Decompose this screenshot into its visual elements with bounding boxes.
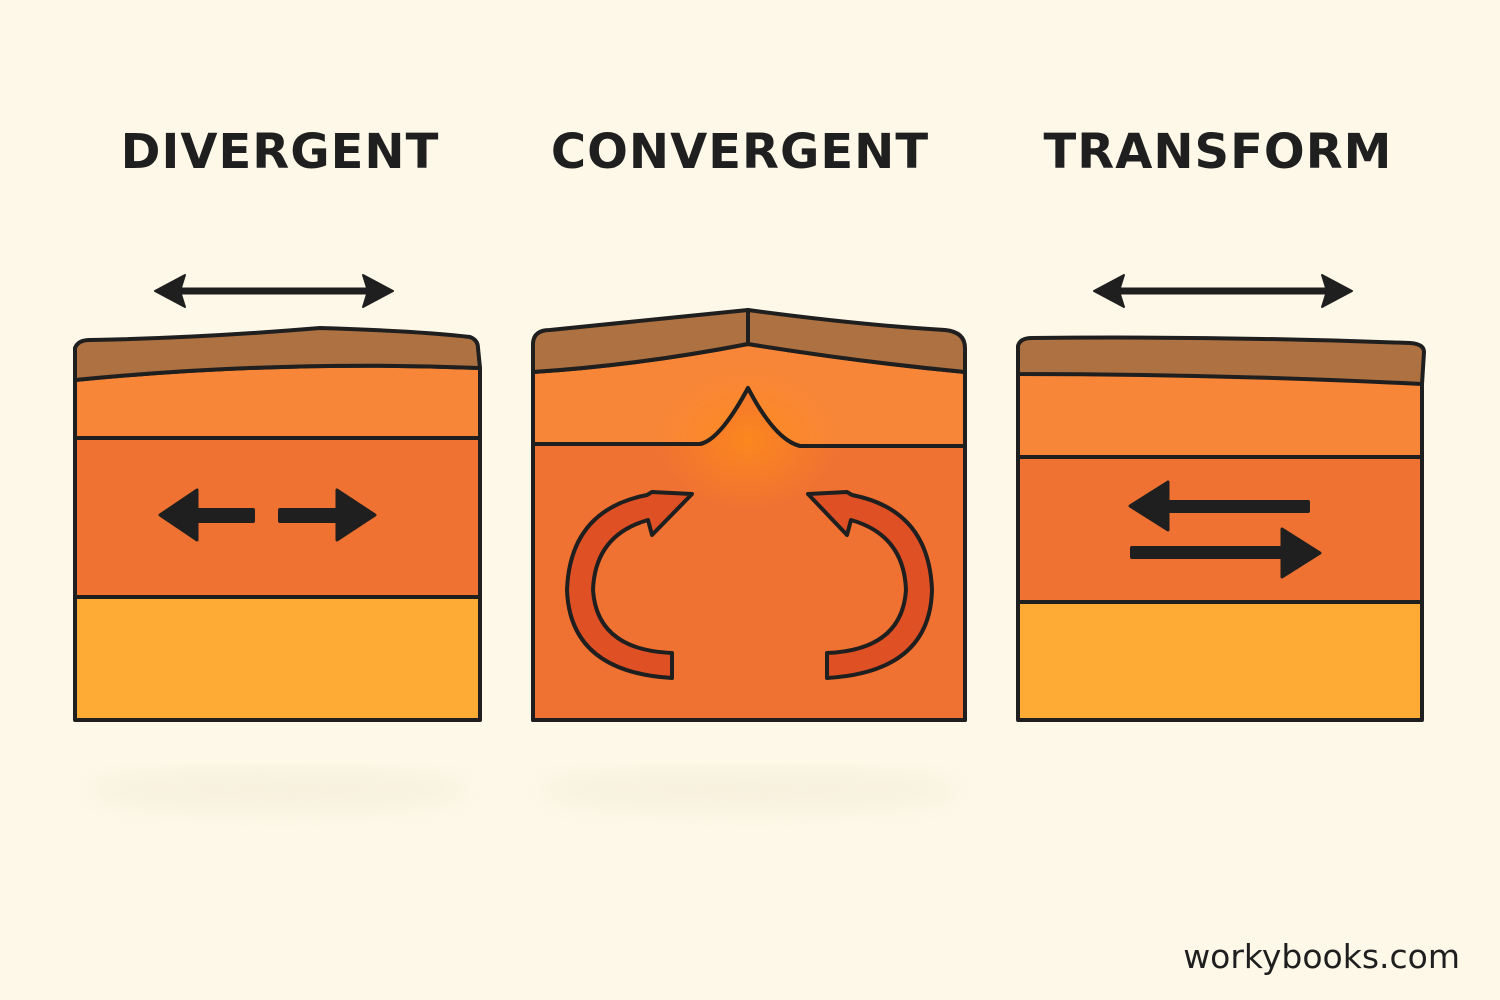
title-convergent: CONVERGENT <box>550 124 930 180</box>
title-transform: TRANSFORM <box>1043 124 1393 180</box>
lithosphere-layer <box>1016 372 1424 459</box>
double-headed-arrow-icon <box>1093 274 1353 308</box>
asthenosphere-layer <box>1016 455 1424 604</box>
crust-left-plate <box>531 308 750 374</box>
double-headed-arrow-icon <box>154 274 394 308</box>
convection-arrow-right <box>806 490 934 680</box>
convection-arrow-left <box>565 490 694 680</box>
crust-right-plate <box>746 308 967 374</box>
convergent-crust <box>531 308 967 374</box>
convergent-outline <box>531 372 967 722</box>
divergent-block <box>73 326 482 722</box>
curved-arrow-icon <box>806 490 934 680</box>
shadow <box>539 768 959 812</box>
mantle-layer <box>73 595 482 722</box>
transform-block <box>1016 335 1426 722</box>
opposing-arrows-icon <box>1128 480 1322 579</box>
curved-arrow-icon <box>565 490 694 680</box>
shadow <box>88 768 468 812</box>
title-divergent: DIVERGENT <box>120 124 440 180</box>
watermark: workybooks.com <box>1183 937 1460 976</box>
crust-layer <box>73 326 482 382</box>
crust-layer <box>1016 335 1426 386</box>
asthenosphere-layer <box>73 436 482 599</box>
mantle-layer <box>1016 600 1424 722</box>
diverging-arrows-icon <box>158 488 377 542</box>
magma-glow <box>658 370 838 510</box>
